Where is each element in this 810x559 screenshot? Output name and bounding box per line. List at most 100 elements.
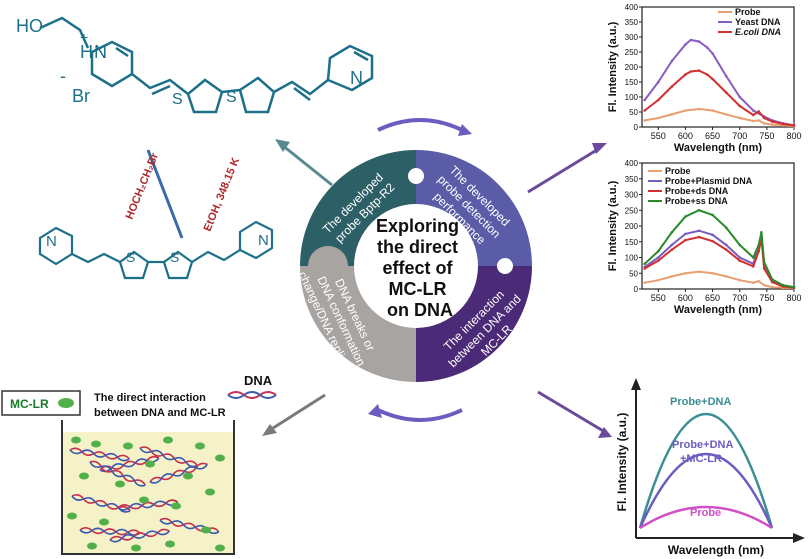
mclr-particle [115, 480, 125, 488]
center-title-line: Exploring [376, 216, 459, 236]
arrow-to-dna-panel [269, 393, 326, 432]
cycle-arrow-bottom [377, 408, 463, 422]
mclr-particle [123, 442, 133, 450]
data-point [656, 116, 660, 120]
dna-helix [149, 462, 209, 484]
cycle-arrow-top [377, 118, 463, 132]
data-point [760, 231, 763, 234]
data-point [705, 46, 709, 49]
data-point [670, 275, 674, 278]
y-tick-label: 0 [634, 123, 639, 132]
data-point [770, 278, 774, 281]
data-point [689, 70, 693, 73]
data-point [724, 243, 728, 247]
nitrogen-label: N [350, 68, 363, 88]
mclr-box-label: MC-LR [10, 397, 49, 411]
schematic-spectra: Probe+DNA Probe+DNA +MC-LR Probe Fl. Int… [615, 378, 805, 557]
data-point [711, 52, 714, 55]
legend-label: Probe [735, 7, 761, 17]
y-tick-label: 250 [625, 48, 639, 57]
y-tick-label: 200 [625, 222, 639, 231]
data-point [711, 239, 714, 243]
sulfur-label: S [170, 249, 179, 265]
data-point [724, 113, 728, 116]
series-line [644, 107, 795, 128]
dna-helix [89, 460, 147, 487]
segment-developed-probe [300, 150, 416, 266]
y-tick-label: 200 [625, 63, 639, 72]
schematic-label: Probe+DNA [672, 439, 733, 451]
data-point [643, 262, 647, 266]
y-tick-label: 350 [625, 175, 639, 184]
nitrogen-label: N [258, 232, 269, 249]
center-core [354, 204, 478, 328]
panel-caption: The direct interaction [94, 392, 206, 404]
data-point [762, 116, 766, 120]
data-point [738, 104, 742, 108]
x-tick-label: 750 [759, 293, 774, 303]
molecule-labels: HO + N H - Br S S N [16, 16, 363, 108]
data-point [738, 243, 742, 247]
arrow-to-molecule [281, 143, 333, 187]
data-point [738, 259, 742, 262]
y-tick-label: 0 [634, 285, 639, 294]
data-point [757, 119, 761, 122]
y-axis-label: Fl. Intensity (a.u.) [607, 21, 619, 112]
center-title-line: the direct [377, 237, 458, 257]
puzzle-tab [308, 246, 348, 286]
data-point [684, 271, 687, 275]
legend-label: Probe+ds DNA [665, 186, 729, 196]
data-point [757, 249, 761, 253]
data-point [684, 238, 687, 242]
data-point [684, 215, 687, 218]
y-tick-label: 400 [625, 3, 639, 12]
y-tick-label: 400 [625, 159, 639, 168]
data-point [762, 260, 766, 264]
x-tick-label: 650 [705, 293, 720, 303]
dna-helix [109, 528, 170, 543]
mclr-particle [145, 460, 155, 468]
dna-strand-icon [227, 391, 277, 399]
y-tick-label: 50 [629, 108, 638, 117]
arrow-to-schematic [537, 390, 606, 434]
mclr-molecule-icon [58, 398, 74, 408]
data-point [711, 213, 714, 217]
dna-helix [79, 527, 141, 536]
data-point [770, 123, 774, 126]
schematic-label: Probe+DNA [670, 396, 731, 408]
mclr-particle [171, 502, 181, 510]
schematic-xlabel: Wavelength (nm) [668, 543, 764, 557]
molecule-bptp-labels: N S S N [46, 232, 269, 265]
data-point [684, 43, 687, 46]
data-point [738, 95, 742, 99]
curve-probe-dna-mclr [638, 453, 774, 529]
data-point [684, 73, 687, 76]
legend-label: Probe+ss DNA [665, 196, 728, 206]
data-point [670, 248, 674, 251]
legend-label: Probe+Plasmid DNA [665, 176, 753, 186]
reaction-step: HOCH₂CH₂Br EtOH, 348.15 K [124, 149, 242, 239]
y-tick-label: 100 [625, 93, 639, 102]
mclr-particle [215, 454, 225, 462]
x-tick-label: 700 [732, 293, 747, 303]
dna-strands-and-mclr [67, 436, 225, 552]
data-point [670, 85, 674, 88]
arrow-to-spectra [527, 146, 601, 194]
mclr-particle [91, 440, 101, 448]
data-point [738, 278, 742, 282]
data-point [770, 285, 774, 289]
data-point [738, 256, 742, 259]
hydroxyl-label: HO [16, 16, 43, 36]
mclr-particle [79, 472, 89, 480]
x-tick-label: 800 [786, 131, 801, 141]
data-point [697, 107, 701, 111]
beaker-outline [61, 420, 235, 555]
center-title-line: MC-LR [389, 279, 447, 299]
data-point [751, 119, 755, 123]
mclr-particle [99, 518, 109, 526]
data-point [770, 280, 774, 284]
data-point [757, 110, 761, 113]
